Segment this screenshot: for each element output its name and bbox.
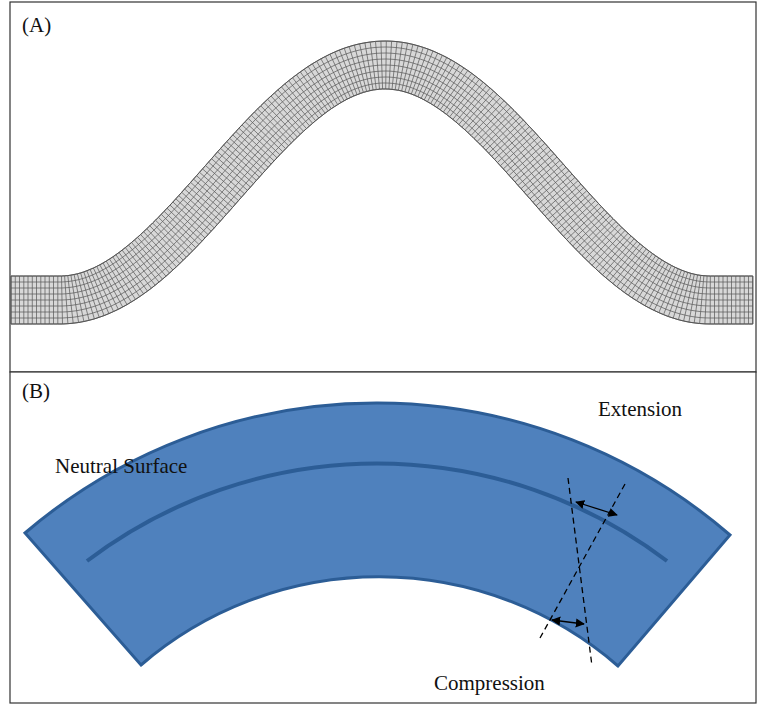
annotation-label: Neutral Surface	[55, 455, 187, 478]
annotation-label: Extension	[598, 398, 682, 421]
dashed-line	[540, 484, 625, 638]
extension-arrow	[576, 502, 617, 515]
panel-letter: (A)	[22, 14, 51, 37]
band-fill	[11, 41, 753, 324]
annotation-label: Compression	[434, 672, 545, 695]
compression-arrow	[552, 620, 584, 624]
mesh-band	[11, 41, 753, 324]
panel-letter: (B)	[22, 380, 50, 403]
mesh-lines	[11, 41, 753, 324]
neutral-surface-line	[87, 463, 667, 561]
panel-frame	[10, 2, 756, 372]
panel-frame	[10, 372, 756, 703]
beam-section	[25, 403, 730, 666]
